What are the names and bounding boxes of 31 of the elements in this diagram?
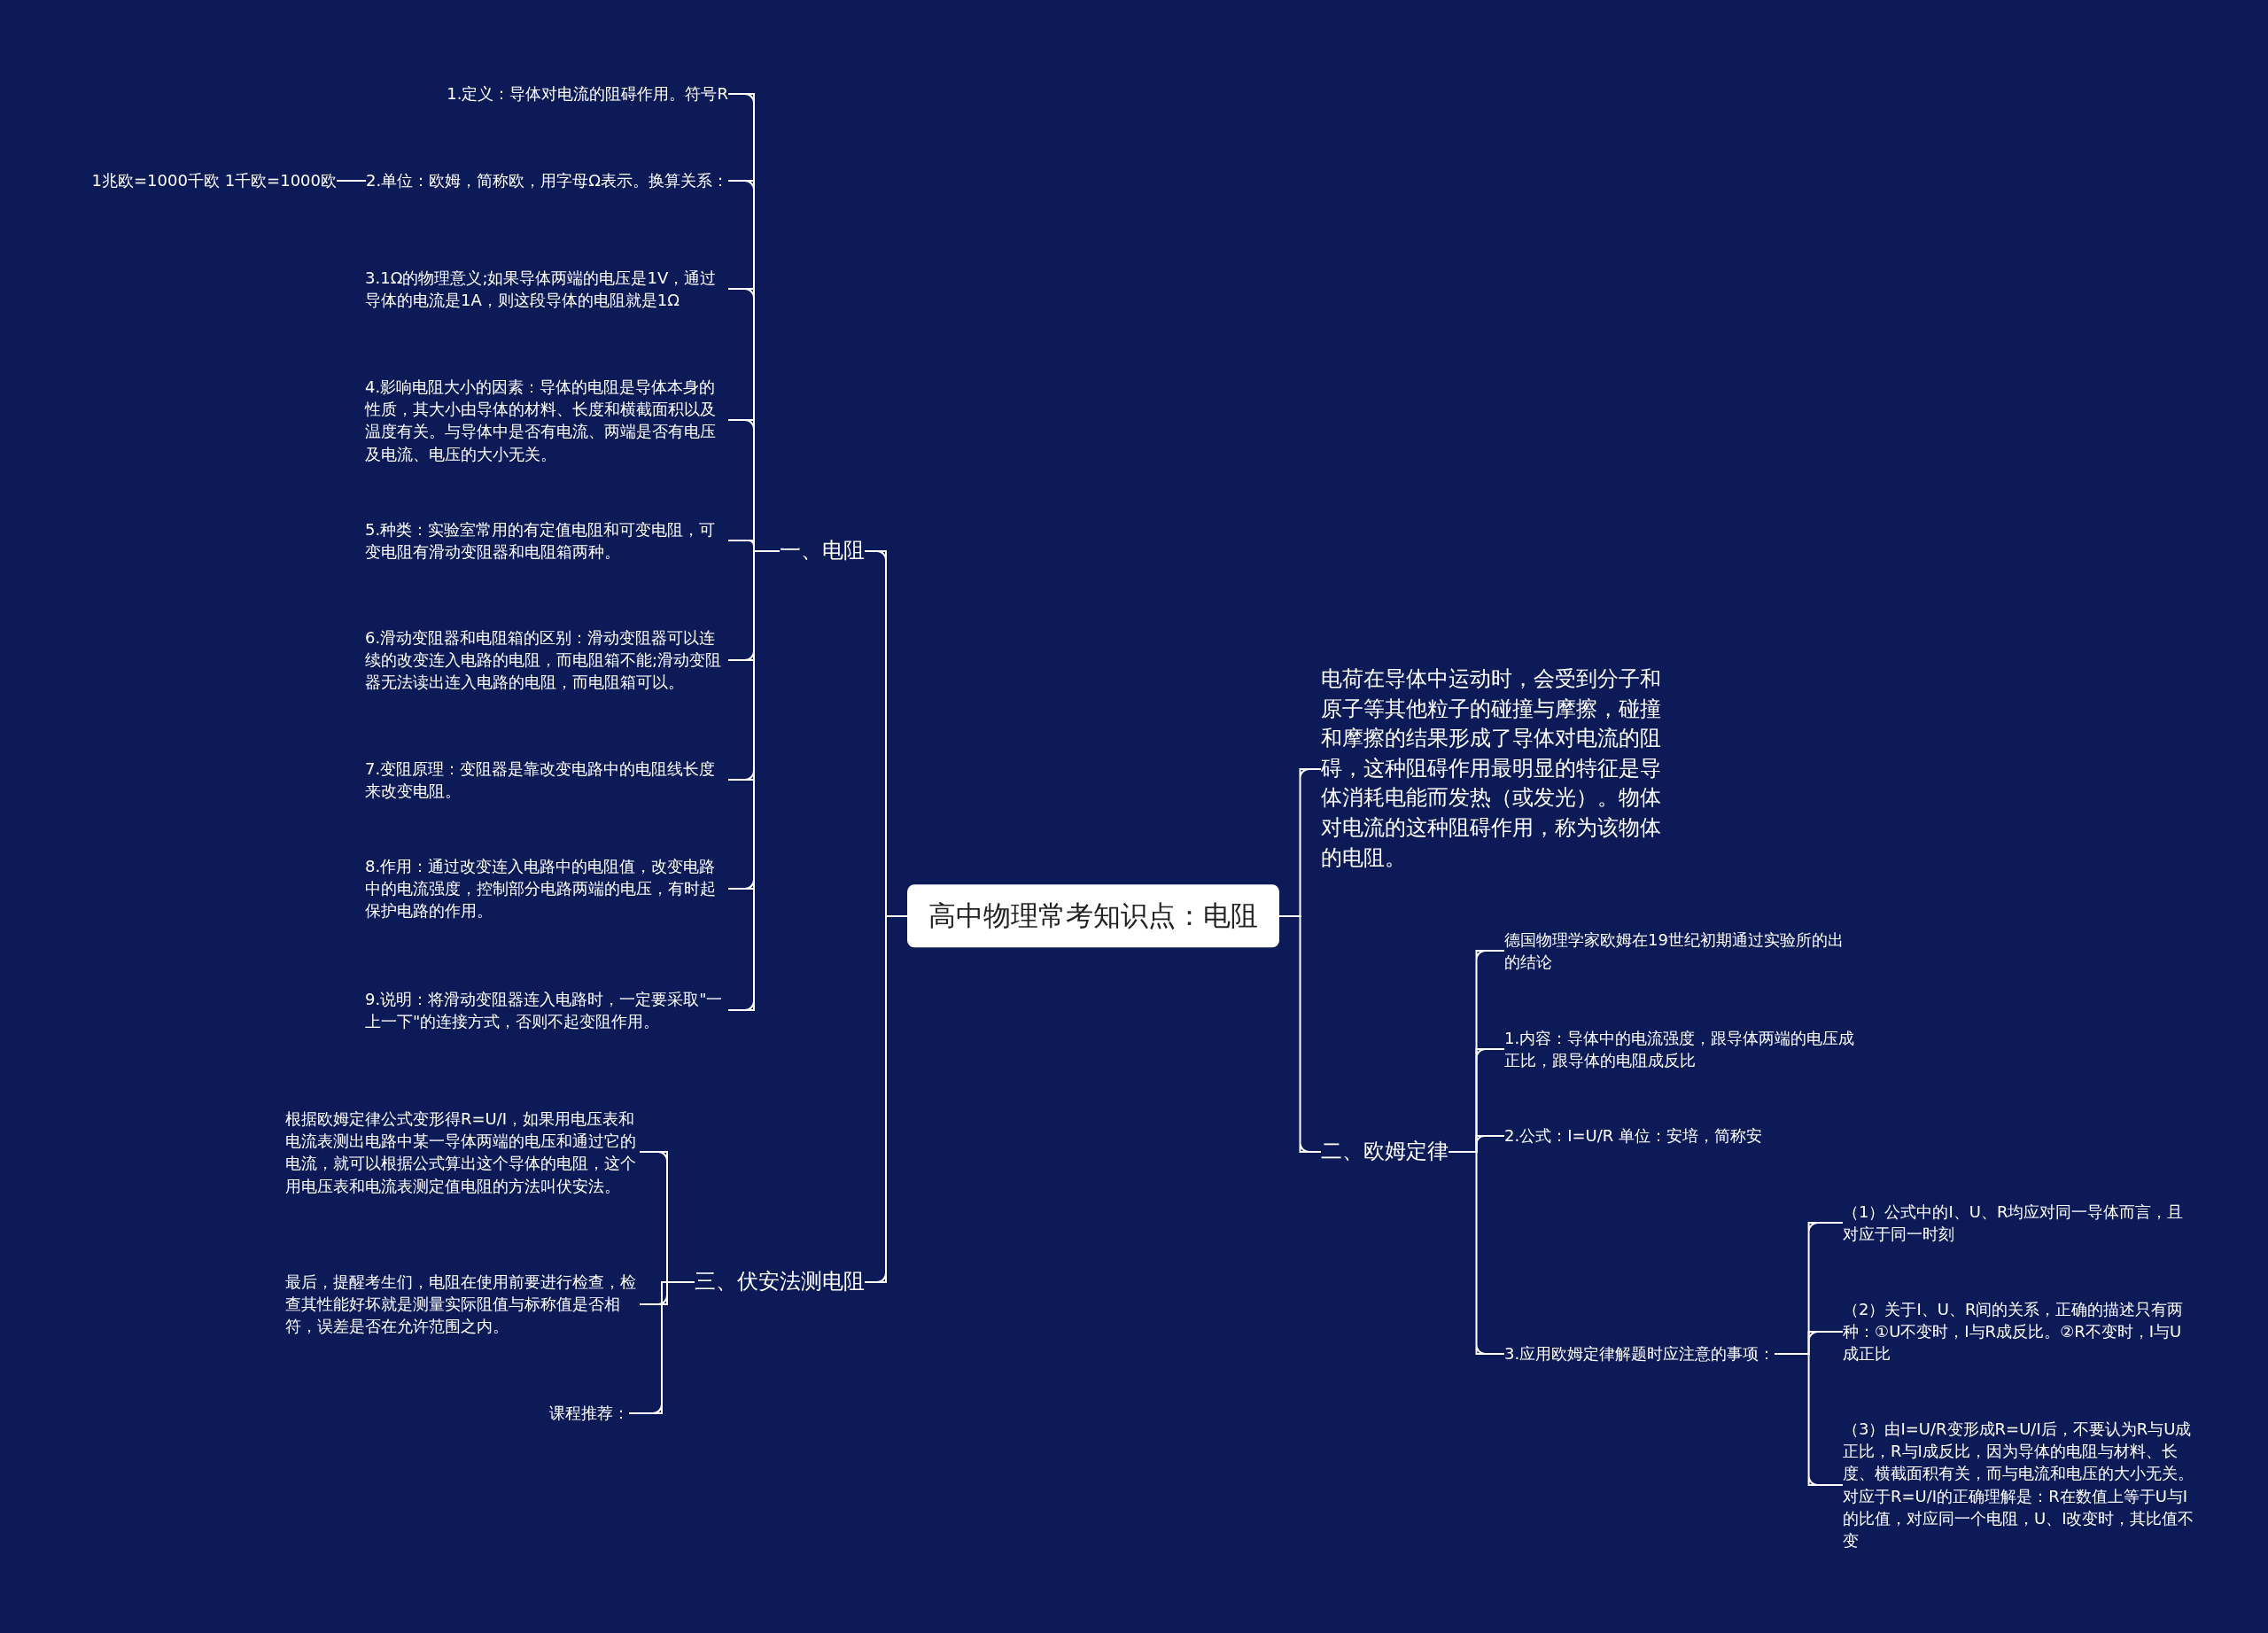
topic-text: 2.公式：I=U/R 单位：安培，简称安 (1504, 1124, 1763, 1147)
connector-line (1278, 915, 1322, 1153)
branch-topic: 二、欧姆定律 (1321, 1137, 1449, 1167)
topic-text: （3）由I=U/R变形成R=U/I后，不要认为R与U成正比，R与I成反比，因为导体的电阻与材料、长度、横截面积有关，而与电流和电压的大小无关。对应于R=U/I的正确理解是：R在数值上等于U与I的比值，对应同一个电阻，U、I改变时，其比值不变 (1843, 1418, 2197, 1552)
connector-line (628, 1281, 695, 1414)
topic-text: 根据欧姆定律公式变形得R=U/I，如果用电压表和电流表测出电路中某一导体两端的电压和通过它的电流，就可以根据公式算出这个导体的电阻，这个用电压表和电流表测定值电阻的方法叫伏安法。 (285, 1107, 640, 1197)
topic-text: 7.变阻原理：变阻器是靠改变电路中的电阻线长度来改变电阻。 (365, 757, 728, 803)
topic-text: 6.滑动变阻器和电阻箱的区别：滑动变阻器可以连续的改变连入电路的电阻，而电阻箱不能;滑动变阻器无法读出连入电路的电阻，而电阻箱可以。 (365, 626, 728, 694)
topic-text: （2）关于I、U、R间的关系，正确的描述只有两种：①U不变时，I与R成反比。②R不变时，I与U成正比 (1843, 1298, 2197, 1365)
topic-text: 3.应用欧姆定律解题时应注意的事项： (1504, 1342, 1775, 1365)
topic-text: 4.影响电阻大小的因素：导体的电阻是导体本身的性质，其大小由导体的材料、长度和横截面积以及温度有关。与导体中是否有电流、两端是否有电压及电流、电压的大小无关。 (365, 375, 728, 465)
branch-topic: 三、伏安法测电阻 (695, 1267, 865, 1297)
topic-text: 5.种类：实验室常用的有定值电阻和可变电阻，可变电阻有滑动变阻器和电阻箱两种。 (365, 517, 728, 564)
connector-line (727, 550, 781, 1011)
topic-text: 3.1Ω的物理意义;如果导体两端的电压是1V，通过导体的电流是1A，则这段导体的电阻就是1Ω (365, 266, 728, 312)
central-topic-box: 高中物理常考知识点：电阻 (907, 884, 1279, 948)
topic-text: （1）公式中的I、U、R均应对同一导体而言，且对应于同一时刻 (1843, 1200, 2197, 1246)
branch-topic: 一、电阻 (780, 536, 865, 566)
branch-topic: 电荷在导体中运动时，会受到分子和原子等其他粒子的碰撞与摩擦，碰撞和摩擦的结果形成了导体对电流的阻碍，这种阻碍作用最明显的特征是导体消耗电能而发热（或发光）。物体对电流的这种阻碍作用，称为该物体的电阻。 (1321, 665, 1666, 874)
topic-text: 最后，提醒考生们，电阻在使用前要进行检查，检查其性能好坏就是测量实际阻值与标称值是否相符，误差是否在允许范围之内。 (285, 1271, 640, 1338)
topic-text: 德国物理学家欧姆在19世纪初期通过实验所的出的结论 (1504, 928, 1859, 974)
connector-line (336, 180, 368, 182)
topic-text: 9.说明：将滑动变阻器连入电路时，一定要采取"一上一下"的连接方式，否则不起变阻作用。 (365, 987, 728, 1033)
connector-line (1448, 1151, 1505, 1355)
topic-text: 1.定义：导体对电流的阻碍作用。符号R (447, 82, 728, 105)
topic-text: 8.作用：通过改变连入电路中的电阻值，改变电路中的电流强度，控制部分电路两端的电压，有时起保护电路的作用。 (365, 855, 728, 922)
topic-text: 1兆欧=1000千欧 1千欧=1000欧 (91, 169, 337, 192)
topic-text: 课程推荐： (549, 1402, 629, 1425)
connector-line (1774, 1353, 1844, 1486)
topic-text: 1.内容：导体中的电流强度，跟导体两端的电压成正比，跟导体的电阻成反比 (1504, 1026, 1859, 1072)
topic-text: 2.单位：欧姆，简称欧，用字母Ω表示。换算关系： (366, 169, 728, 192)
